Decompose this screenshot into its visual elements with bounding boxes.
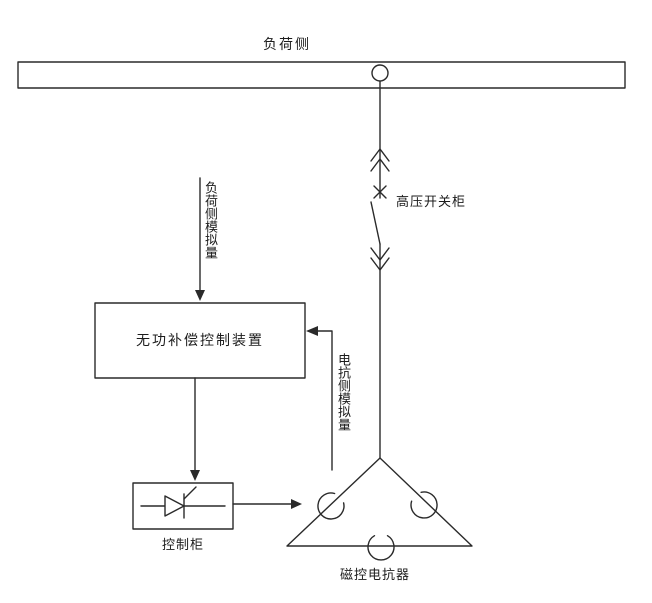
busbar	[17, 61, 626, 89]
reactor-side-analog-label: 电抗侧模拟量	[336, 353, 351, 431]
arrowhead-down-icon	[190, 470, 200, 481]
thyristor-icon	[164, 495, 185, 517]
thyristor-gate-line	[183, 486, 197, 500]
delta-winding	[286, 457, 473, 547]
hv-switchgear-label: 高压开关柜	[396, 194, 467, 209]
control-device-box	[94, 302, 306, 379]
load-side-analog-label: 负荷侧模拟量	[203, 181, 218, 259]
breaker-chevron-up-icon	[370, 158, 390, 172]
breaker-chevron-down-icon	[370, 257, 390, 271]
arrowhead-left-icon	[306, 326, 318, 336]
breaker-x-icon	[373, 185, 387, 199]
reactor-analog-line	[317, 330, 333, 471]
arrowhead-right-icon	[291, 499, 302, 509]
control-device-label: 无功补偿控制装置	[136, 332, 264, 348]
breaker-chevron-up-icon	[370, 148, 390, 162]
load-side-label: 负荷侧	[263, 36, 311, 52]
arrowhead-down-icon	[195, 290, 205, 301]
coil-left-icon	[317, 492, 345, 520]
mcr-label: 磁控电抗器	[339, 567, 411, 582]
breaker-chevron-down-icon	[370, 247, 390, 261]
coil-bottom-icon	[367, 535, 395, 561]
coil-right-icon	[410, 491, 438, 519]
switch-blade-icon	[370, 201, 381, 245]
control-cabinet-label: 控制柜	[161, 537, 205, 552]
connection-point-icon	[371, 64, 389, 82]
